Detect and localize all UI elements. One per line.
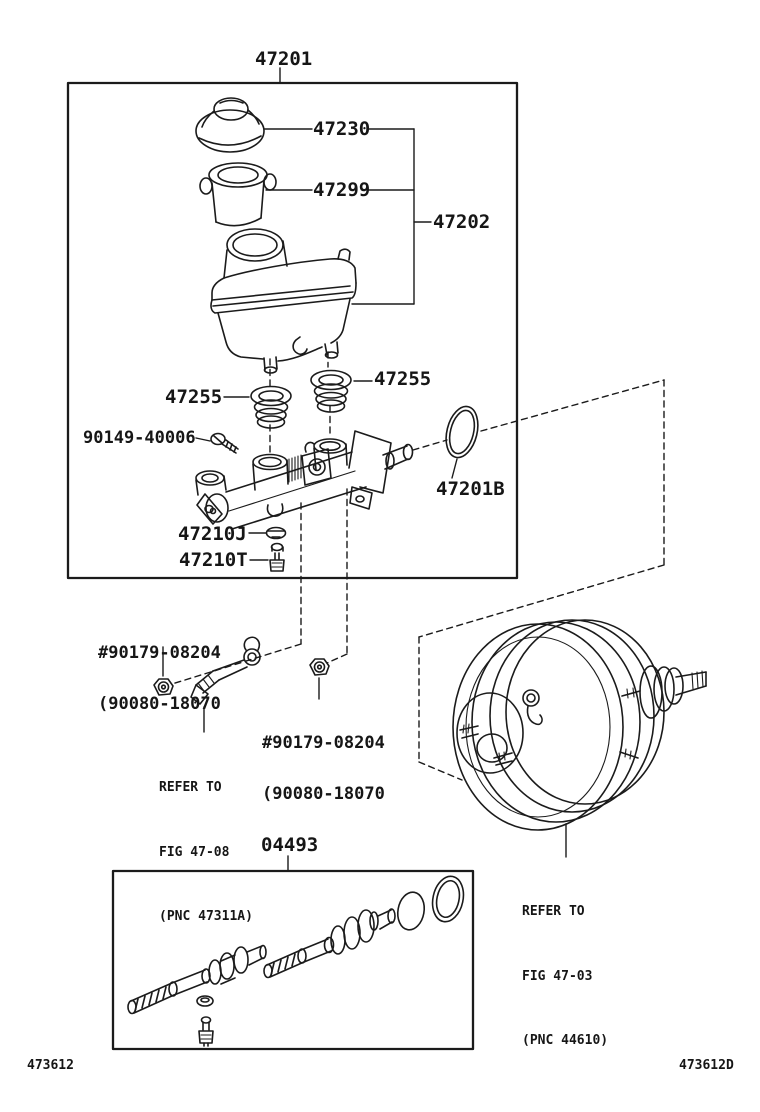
leader-lines [162, 67, 567, 872]
callout-47201: 47201 [255, 48, 313, 70]
callout-47230: 47230 [313, 118, 371, 140]
bleeder-plug-drawing [269, 542, 285, 572]
nut-right-line2: (90080-18070 [262, 784, 385, 804]
callout-04493: 04493 [261, 834, 319, 856]
union-bolt-drawing [210, 432, 239, 454]
callout-47210J: 47210J [178, 523, 247, 545]
clip-drawing [265, 526, 287, 540]
reservoir-cap-drawing [195, 97, 265, 153]
callout-47255-left: 47255 [165, 386, 223, 408]
refer-clamp-line1: REFER TO [159, 780, 222, 795]
refer-booster-note: REFER TO FIG 47-03 (PNC 44610) [522, 858, 608, 1073]
nut-left-line2: (90080-18070 [98, 694, 221, 714]
figure-code-right: 473612D [679, 1058, 734, 1073]
oring-drawing [445, 405, 479, 459]
callout-47202: 47202 [433, 211, 491, 233]
kit-box-outline [111, 869, 475, 1051]
callout-nut-left: #90179-08204 (90080-18070 [98, 611, 221, 730]
kit-contents-drawing [127, 875, 465, 1047]
callout-90149-40006: 90149-40006 [83, 428, 196, 448]
callout-47210T: 47210T [179, 549, 248, 571]
refer-booster-line1: REFER TO [522, 904, 585, 919]
grommet-right-drawing [310, 369, 352, 413]
callout-47255-right: 47255 [374, 368, 432, 390]
refer-booster-line3: (PNC 44610) [522, 1033, 609, 1048]
booster-drawing [452, 619, 707, 831]
clamp-drawing [190, 636, 261, 705]
strainer-drawing [199, 162, 277, 227]
refer-clamp-line2: FIG 47-08 [159, 844, 230, 860]
reservoir-drawing [210, 228, 357, 374]
nut-left-line1: #90179-08204 [98, 643, 221, 663]
nut-right-line1: #90179-08204 [262, 733, 385, 753]
nut-left-drawing [153, 678, 174, 696]
callout-47201B: 47201B [436, 478, 505, 500]
grommet-left-drawing [250, 385, 292, 429]
figure-code-left: 473612 [27, 1058, 74, 1073]
nut-right-drawing [309, 658, 330, 676]
booster-plane-dashed [171, 351, 665, 781]
refer-clamp-note: REFER TO FIG 47-08 (PNC 47311A) [159, 734, 253, 949]
callout-47299: 47299 [313, 179, 371, 201]
refer-booster-line2: FIG 47-03 [522, 968, 593, 984]
callout-nut-right: #90179-08204 (90080-18070 [262, 701, 385, 820]
assembly-box-outline [66, 81, 519, 580]
refer-clamp-line3: (PNC 47311A) [159, 909, 253, 924]
master-cylinder-drawing [195, 430, 414, 530]
